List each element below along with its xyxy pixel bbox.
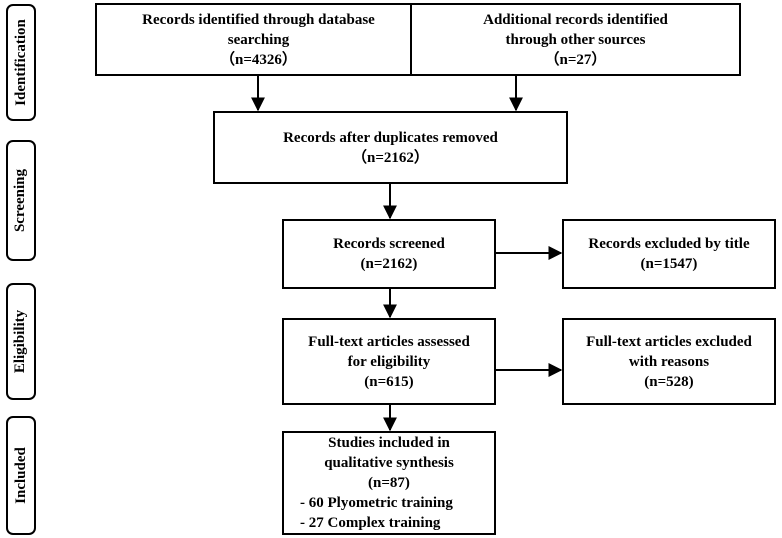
box-included-line2: qualitative synthesis <box>324 455 454 471</box>
box-dedup-count: （n=2162） <box>352 149 429 166</box>
box-other-line1: Additional records identified <box>483 11 668 28</box>
box-included-item-plyometric: - 60 Plyometric training <box>300 495 453 511</box>
box-other-count: （n=27） <box>544 51 607 68</box>
box-other-line2: through other sources <box>505 31 646 48</box>
box-included-count: (n=87) <box>368 475 410 491</box>
stage-label-screening: Screening <box>6 140 36 261</box>
box-excluded-by-title: Records excluded by title (n=1547) <box>562 219 776 289</box>
box-screened-count: (n=2162) <box>360 256 418 272</box>
stage-label-included: Included <box>6 416 36 535</box>
box-database-line1: Records identified through database <box>142 11 375 28</box>
box-fulltext-excluded-line1: Full-text articles excluded <box>586 333 752 350</box>
box-other-sources: Additional records identified through ot… <box>410 3 741 76</box>
box-database-records: Records identified through database sear… <box>95 3 422 76</box>
box-dedup-line1: Records after duplicates removed <box>283 129 498 146</box>
stage-label-eligibility: Eligibility <box>6 283 36 400</box>
box-included-item-complex: - 27 Complex training <box>300 515 441 531</box>
stage-label-identification: Identification <box>6 4 36 121</box>
box-fulltext-count: (n=615) <box>364 373 414 390</box>
box-fulltext-excluded-line2: with reasons <box>628 353 710 370</box>
box-excluded-title-count: (n=1547) <box>640 256 698 272</box>
box-screened-line1: Records screened <box>333 236 445 252</box>
box-included-line1: Studies included in <box>328 435 450 451</box>
box-fulltext-line1: Full-text articles assessed <box>308 333 470 350</box>
box-fulltext-line2: for eligibility <box>347 353 431 370</box>
box-fulltext-assessed: Full-text articles assessed for eligibil… <box>282 318 496 405</box>
box-excluded-title-line1: Records excluded by title <box>588 236 750 252</box>
box-duplicates-removed: Records after duplicates removed （n=2162… <box>213 111 568 184</box>
box-database-count: （n=4326） <box>220 51 297 68</box>
box-records-screened: Records screened (n=2162) <box>282 219 496 289</box>
box-fulltext-excluded: Full-text articles excluded with reasons… <box>562 318 776 405</box>
box-studies-included: Studies included in qualitative synthesi… <box>282 431 496 535</box>
box-database-line2: searching <box>227 31 290 48</box>
box-fulltext-excluded-count: (n=528) <box>644 373 694 390</box>
